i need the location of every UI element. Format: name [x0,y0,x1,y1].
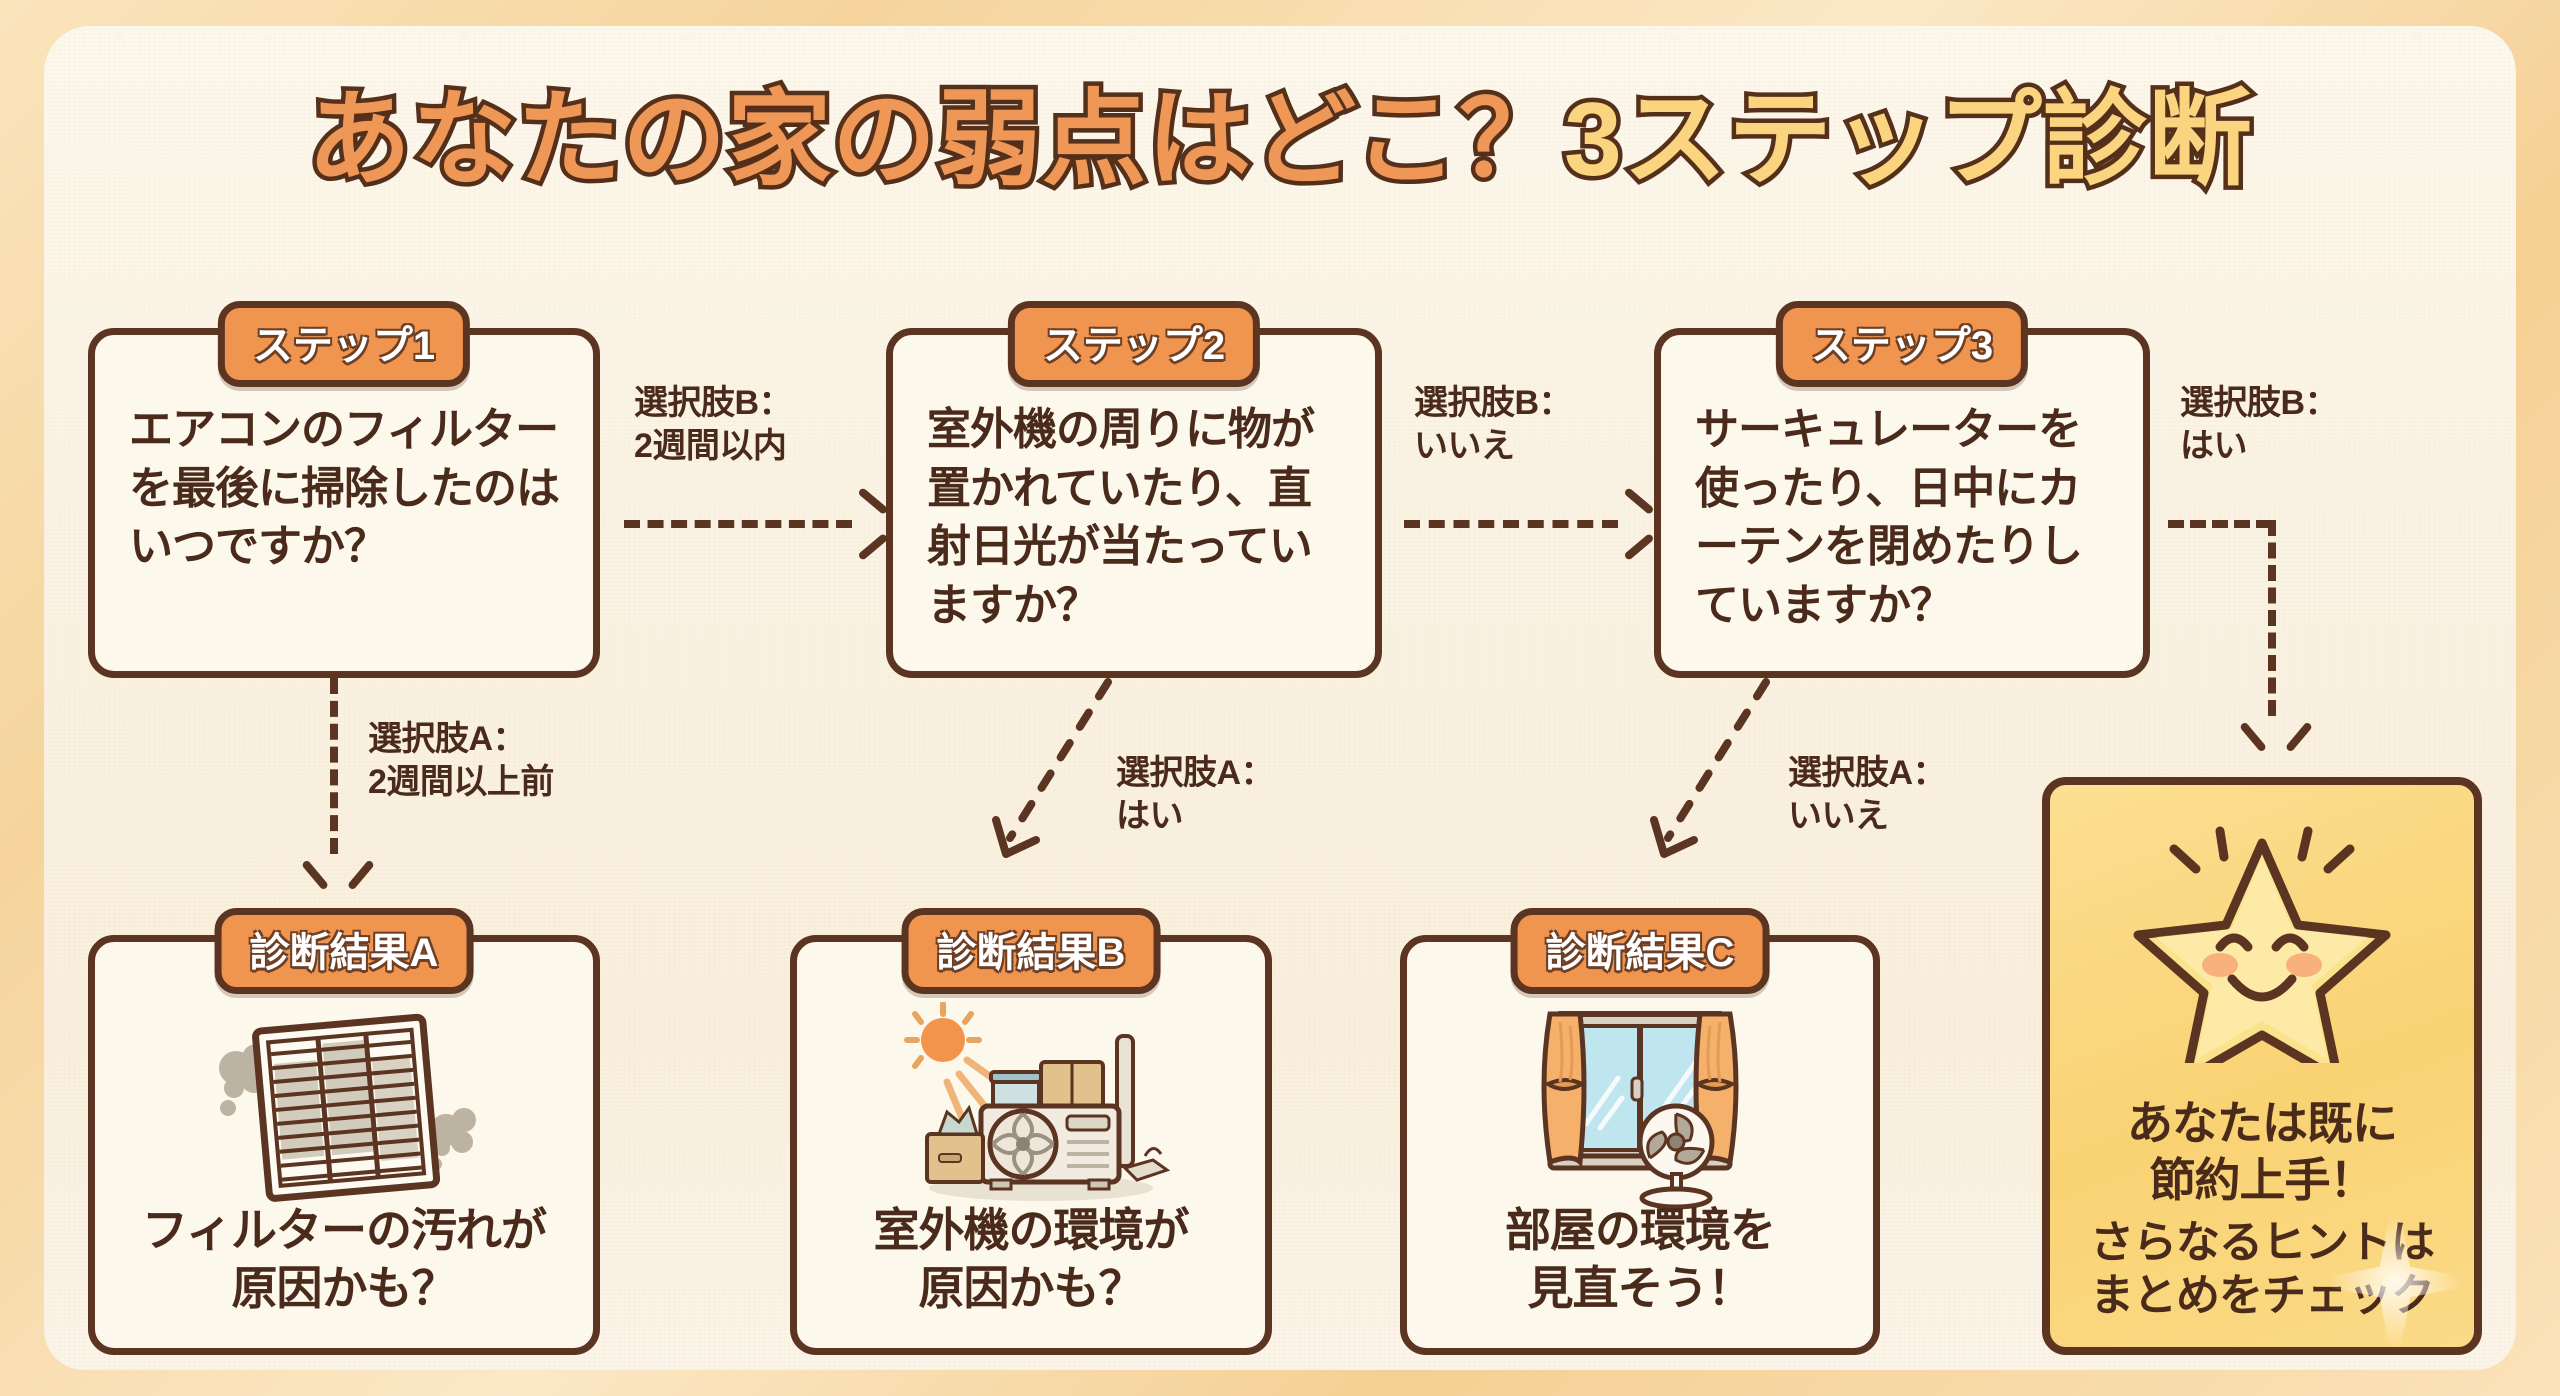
result-a-text: フィルターの汚れが 原因かも？ [141,1204,547,1315]
connector-label-step3-resultC: 選択肢A： いいえ [1788,754,1947,835]
step-1-question: エアコンのフィルターを最後に掃除したのはいつですか？ [129,405,560,572]
result-b-text: 室外機の環境が 原因かも？ [873,1204,1190,1315]
result-c-card[interactable]: 診断結果C [1400,908,1880,1355]
connector-label-step2-step3: 選択肢B： いいえ [1414,384,1573,465]
result-a-chip: 診断結果A [214,908,474,994]
step-3-question: サーキュレーターを使ったり、日中にカーテンを閉めたりしていますか？ [1695,405,2083,630]
connector-label-step1-step2: 選択肢B： 2週間以内 [634,384,793,465]
result-a-card[interactable]: 診断結果A [88,908,600,1355]
step-1-card[interactable]: ステップ1 エアコンのフィルターを最後に掃除したのはいつですか？ [88,301,600,678]
page-title-part2: 3ステップ診断 [1560,82,2257,198]
smiling-star-icon [2112,813,2412,1063]
step-3-chip: ステップ3 [1775,301,2029,387]
torn-edge [44,26,2516,40]
connector-label-step3-final: 選択肢B： はい [2180,384,2339,465]
connector-line-step2-step3 [1404,520,1618,528]
final-result-text: あなたは既に 節約上手！ さらなるヒントは まとめをチェック [2050,1095,2474,1323]
outdoor-ac-unit-sun-icon [881,1002,1181,1212]
final-result-line2: さらなるヒントは まとめをチェック [2090,1217,2435,1321]
connector-label-step1-resultA: 選択肢A： 2週間以上前 [368,720,554,801]
step-2-question: 室外機の周りに物が置かれていたり、直射日光が当たっていますか？ [927,405,1315,630]
result-b-card[interactable]: 診断結果B [790,908,1272,1355]
step-2-chip: ステップ2 [1007,301,1261,387]
dirty-air-filter-icon [194,1002,494,1212]
step-1-chip: ステップ1 [217,301,471,387]
connector-line-step2-resultB [990,678,1120,868]
connector-line-step3-final-h [2168,520,2272,528]
step-2-card[interactable]: ステップ2 室外機の周りに物が置かれていたり、直射日光が当たっていますか？ [886,301,1382,678]
result-c-chip: 診断結果C [1510,908,1770,994]
result-c-text: 部屋の環境を 見直そう！ [1505,1204,1776,1315]
connector-line-step3-final-v [2268,520,2276,716]
step-3-card[interactable]: ステップ3 サーキュレーターを使ったり、日中にカーテンを閉めたりしていますか？ [1654,301,2150,678]
final-result-card[interactable]: あなたは既に 節約上手！ さらなるヒントは まとめをチェック [2042,777,2482,1355]
result-b-chip: 診断結果B [901,908,1161,994]
connector-label-step2-resultB: 選択肢A： はい [1116,754,1275,835]
connector-line-step1-step2 [624,520,852,528]
connector-line-step1-resultA [330,678,338,854]
page-title: あなたの家の弱点はどこ？3ステップ診断 [0,84,2560,197]
connector-line-step3-resultC [1648,678,1778,868]
page-title-part1: あなたの家の弱点はどこ？ [303,82,1568,198]
paper-sheet [44,26,2516,1370]
window-curtain-fan-icon [1490,1002,1790,1212]
final-result-line1: あなたは既に 節約上手！ [2127,1097,2398,1206]
